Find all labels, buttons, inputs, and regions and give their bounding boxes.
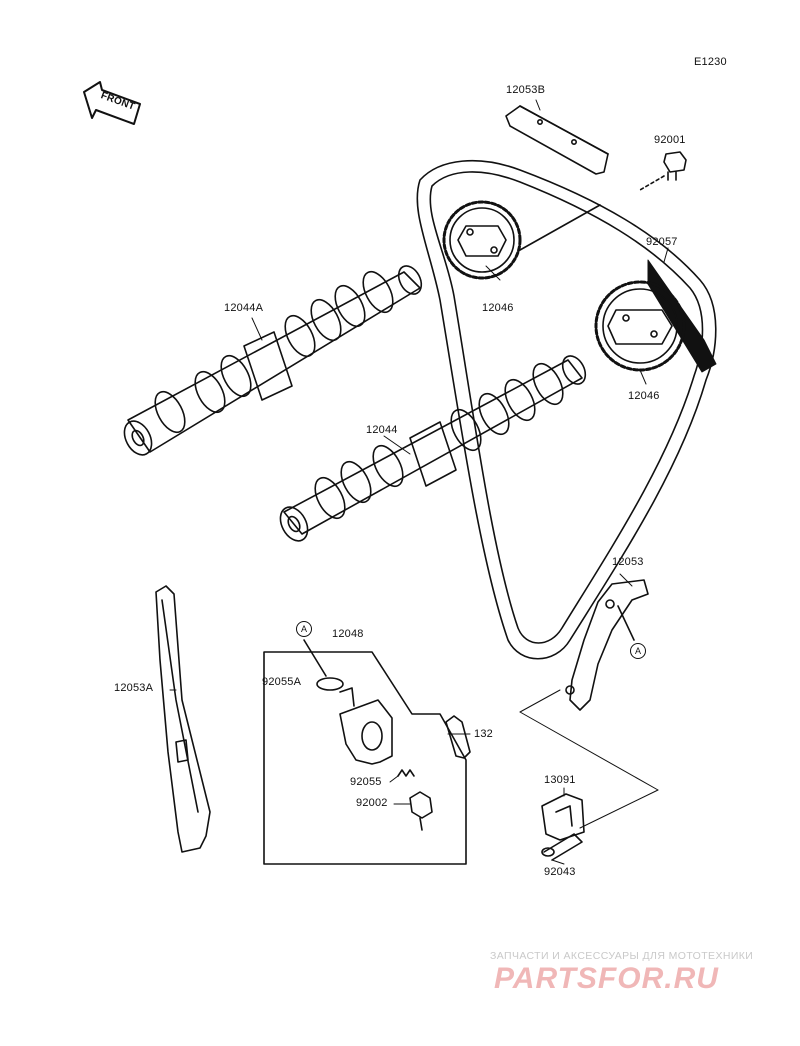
part-label-12053[interactable]: 12053 bbox=[612, 556, 644, 568]
part-label-92043[interactable]: 92043 bbox=[544, 866, 576, 878]
bolt-92001 bbox=[639, 151, 687, 191]
part-label-12048[interactable]: 12048 bbox=[332, 628, 364, 640]
holder-13091 bbox=[541, 793, 585, 841]
part-label-12053A[interactable]: 12053A bbox=[114, 682, 154, 694]
part-label-12044[interactable]: 12044 bbox=[366, 424, 398, 436]
reference-marker-a-right: A bbox=[630, 643, 646, 659]
leader-lines bbox=[169, 99, 669, 865]
watermark-brand: PARTSFOR.RU bbox=[494, 962, 719, 995]
part-label-92055A[interactable]: 92055A bbox=[262, 676, 302, 688]
part-label-132[interactable]: 132 bbox=[474, 728, 493, 740]
part-label-92002[interactable]: 92002 bbox=[356, 797, 388, 809]
chain-guide-top-12053B bbox=[505, 105, 609, 175]
reference-marker-a-left: A bbox=[296, 621, 312, 637]
diagram-code: E1230 bbox=[694, 56, 727, 68]
part-label-92057[interactable]: 92057 bbox=[646, 236, 678, 248]
watermark-tagline: ЗАПЧАСТИ И АКСЕССУАРЫ ДЛЯ МОТОТЕХНИКИ bbox=[490, 950, 754, 962]
tensioner-body-12048 bbox=[339, 687, 393, 765]
cam-sprocket-right-12046 bbox=[594, 280, 686, 372]
part-label-92055[interactable]: 92055 bbox=[350, 776, 382, 788]
part-label-12053B[interactable]: 12053B bbox=[506, 84, 546, 96]
bolt-92002 bbox=[409, 791, 433, 831]
camshaft-lower-12044 bbox=[279, 355, 587, 542]
part-label-92001[interactable]: 92001 bbox=[654, 134, 686, 146]
part-label-13091[interactable]: 13091 bbox=[544, 774, 576, 786]
part-label-12046-top[interactable]: 12046 bbox=[482, 302, 514, 314]
camshaft-upper-12044A bbox=[123, 265, 423, 456]
spring-92055 bbox=[397, 769, 415, 777]
tensioner-bracket-lines bbox=[263, 651, 467, 865]
bolt-132 bbox=[445, 715, 471, 759]
chain-guide-right-12053 bbox=[565, 579, 649, 711]
pin-92043 bbox=[541, 833, 583, 861]
o-ring-92055A bbox=[303, 639, 344, 691]
part-label-12044A[interactable]: 12044A bbox=[224, 302, 264, 314]
chain-guide-left-12053A bbox=[155, 585, 211, 853]
front-arrow-icon bbox=[83, 81, 141, 125]
part-label-12046-right[interactable]: 12046 bbox=[628, 390, 660, 402]
cam-sprocket-top-12046 bbox=[442, 200, 601, 280]
